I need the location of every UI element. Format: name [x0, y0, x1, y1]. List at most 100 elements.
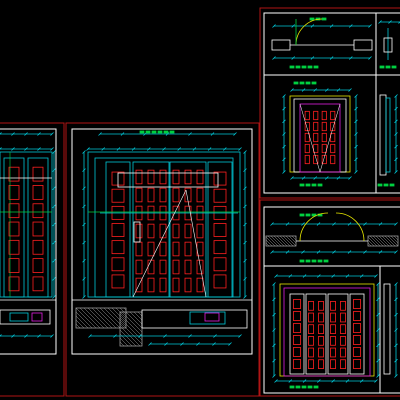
dimension-tick — [378, 20, 382, 24]
dimension-tick — [52, 240, 56, 245]
section-hatch-line — [75, 315, 89, 329]
door-panel-slat — [111, 188, 125, 203]
annotation-mark — [301, 65, 307, 69]
dimension-tick — [394, 132, 398, 136]
dimension-tick — [336, 176, 341, 180]
sheet-bottom-right-double-door — [259, 199, 400, 397]
dimension-tick — [272, 24, 276, 28]
dimension-tick — [329, 56, 334, 60]
door-panel-slat — [353, 299, 361, 309]
section-hatch-line — [107, 307, 127, 327]
section-hatch-line — [119, 307, 127, 315]
door-panel-slat — [213, 274, 227, 289]
door-panel-slat — [196, 169, 204, 185]
dimension-tick — [354, 106, 358, 111]
annotation-mark — [299, 259, 305, 263]
dimension-tick — [394, 358, 398, 363]
door-panel-slat — [330, 154, 336, 165]
door-panel-slat — [135, 187, 143, 203]
door-panel-slat — [32, 166, 44, 182]
dimension-tick — [394, 343, 398, 348]
door-frame-outer — [0, 151, 53, 298]
door-panel-slat — [32, 239, 44, 255]
door-leaf-right — [169, 161, 207, 298]
dimension-tick — [301, 88, 306, 92]
dimension-tick — [0, 147, 2, 150]
sheet-border — [259, 199, 400, 397]
dimension-tick — [210, 132, 215, 136]
door-panel-slat — [293, 335, 301, 345]
door-panel-slat — [330, 335, 336, 346]
door-panel-slat — [318, 335, 324, 346]
dimension-tick — [243, 204, 247, 209]
dimension-tick — [233, 132, 237, 136]
dimension-tick — [394, 328, 398, 332]
dimension-tick — [272, 358, 276, 363]
door-panel-slat — [340, 335, 346, 346]
side-panel-left — [289, 293, 305, 375]
dimension-tick — [82, 222, 86, 227]
door-panel-slat — [304, 121, 310, 132]
dimension-tick — [270, 250, 274, 254]
door-panel-slat — [184, 241, 192, 257]
dimension-tick — [162, 147, 166, 151]
dimension-tick — [348, 176, 352, 180]
dimension-tick — [394, 94, 398, 98]
dimension-tick — [354, 94, 358, 98]
dimension-tick — [274, 274, 278, 278]
dimension-tick — [50, 132, 54, 136]
dimension-tick — [270, 222, 274, 226]
dimension-tick — [374, 274, 378, 278]
wall-section — [119, 311, 143, 347]
annotation-mark — [299, 81, 305, 85]
dimension-tick — [282, 157, 286, 162]
door-panel-slat — [293, 359, 301, 369]
door-panel-slat — [308, 324, 314, 335]
door-panel-slat — [159, 259, 167, 275]
annotation-mark — [145, 130, 151, 134]
dimension-tick — [243, 258, 247, 263]
door-panel-slat — [196, 223, 204, 239]
door-panel-slat — [111, 257, 125, 272]
dimension-tick — [291, 56, 295, 60]
annotation-mark — [385, 65, 391, 69]
dimension-tick — [331, 379, 335, 383]
dimension-tick — [313, 176, 317, 180]
section-hatch-line — [285, 235, 297, 247]
annotation-mark — [317, 259, 323, 263]
door-plan-section — [0, 299, 56, 338]
annotation-mark — [299, 183, 305, 187]
annotation-mark — [151, 130, 157, 134]
section-hatch-line — [372, 235, 384, 247]
door-plan-outline — [141, 309, 248, 329]
door-panel-slat — [353, 347, 361, 357]
annotation-mark — [317, 183, 323, 187]
door-swing-line — [319, 103, 341, 173]
door-panel-slat — [172, 241, 180, 257]
door-panel-slat — [321, 154, 327, 165]
door-plan-outline — [0, 309, 51, 325]
door-panel-slat — [8, 221, 20, 237]
annotation-mark — [301, 385, 307, 389]
dimension-tick — [238, 147, 242, 151]
door-panel-slat — [293, 311, 301, 321]
door-panel-slat — [330, 347, 336, 358]
dimension-tick — [37, 334, 41, 338]
door-panel-slat — [172, 169, 180, 185]
dimension-tick — [376, 343, 380, 348]
door-panel-slat — [172, 187, 180, 203]
dimension-tick — [285, 250, 290, 254]
section-hatch-line — [367, 242, 372, 247]
section-hatch-line — [378, 235, 390, 247]
door-panel-slat — [321, 121, 327, 132]
dimension-tick — [82, 258, 86, 263]
dimension-tick — [347, 222, 352, 226]
door-panel-slat — [313, 132, 319, 143]
dimension-tick — [285, 222, 290, 226]
dimension-tick — [272, 282, 276, 286]
sheet-border — [259, 7, 400, 199]
section-hatch-line — [111, 307, 127, 323]
dimension-tick — [113, 334, 117, 338]
door-frame — [283, 287, 371, 377]
section-hatch-line — [396, 235, 399, 238]
